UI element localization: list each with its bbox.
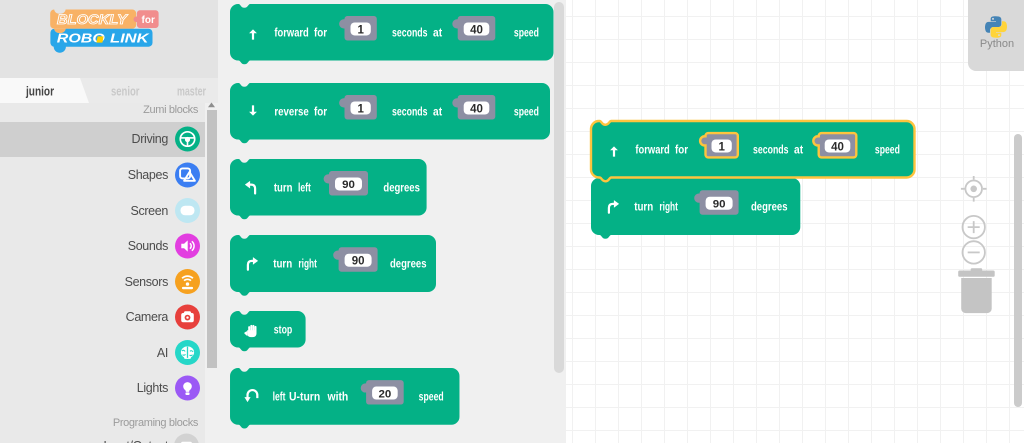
svg-text:degrees: degrees bbox=[390, 256, 427, 270]
svg-text:40: 40 bbox=[831, 141, 844, 153]
svg-text:90: 90 bbox=[342, 179, 355, 191]
svg-text:master: master bbox=[177, 85, 206, 99]
svg-text:right: right bbox=[298, 256, 317, 270]
svg-text:degrees: degrees bbox=[383, 180, 420, 194]
svg-text:U-turn: U-turn bbox=[289, 390, 320, 404]
svg-text:degrees: degrees bbox=[750, 199, 787, 213]
svg-text:40: 40 bbox=[470, 24, 483, 36]
svg-text:1: 1 bbox=[357, 103, 364, 115]
svg-text:seconds: seconds bbox=[392, 104, 428, 118]
svg-text:seconds: seconds bbox=[753, 142, 789, 156]
svg-text:with: with bbox=[327, 390, 349, 404]
svg-text:for: for bbox=[675, 142, 688, 156]
svg-text:junior: junior bbox=[25, 85, 54, 99]
svg-text:ROBO: ROBO bbox=[57, 31, 106, 46]
svg-text:senior: senior bbox=[111, 85, 140, 99]
svg-text:20: 20 bbox=[379, 388, 392, 400]
svg-text:forward: forward bbox=[635, 142, 669, 156]
svg-text:reverse: reverse bbox=[274, 104, 309, 118]
svg-text:at: at bbox=[433, 104, 442, 118]
svg-text:at: at bbox=[794, 142, 803, 156]
svg-text:turn: turn bbox=[634, 199, 653, 213]
svg-text:speed: speed bbox=[514, 25, 539, 39]
svg-text:LINK: LINK bbox=[110, 32, 150, 46]
svg-text:turn: turn bbox=[273, 256, 292, 270]
svg-text:for: for bbox=[142, 15, 155, 26]
svg-text:for: for bbox=[314, 104, 327, 118]
svg-text:1: 1 bbox=[357, 24, 364, 36]
svg-text:right: right bbox=[659, 199, 677, 213]
svg-text:speed: speed bbox=[419, 390, 444, 404]
svg-text:BLOCKLY: BLOCKLY bbox=[57, 12, 129, 27]
svg-text:forward: forward bbox=[274, 25, 308, 39]
svg-text:1: 1 bbox=[718, 141, 725, 153]
svg-text:for: for bbox=[314, 25, 327, 39]
svg-text:speed: speed bbox=[874, 142, 899, 156]
svg-text:40: 40 bbox=[470, 103, 483, 115]
svg-text:at: at bbox=[433, 25, 442, 39]
svg-text:stop: stop bbox=[274, 322, 292, 336]
svg-text:turn: turn bbox=[274, 180, 292, 194]
svg-text:speed: speed bbox=[514, 104, 539, 118]
svg-text:seconds: seconds bbox=[392, 25, 428, 39]
svg-text:left: left bbox=[273, 390, 286, 404]
svg-text:90: 90 bbox=[712, 198, 725, 210]
svg-text:90: 90 bbox=[352, 255, 365, 267]
svg-text:left: left bbox=[298, 180, 311, 194]
